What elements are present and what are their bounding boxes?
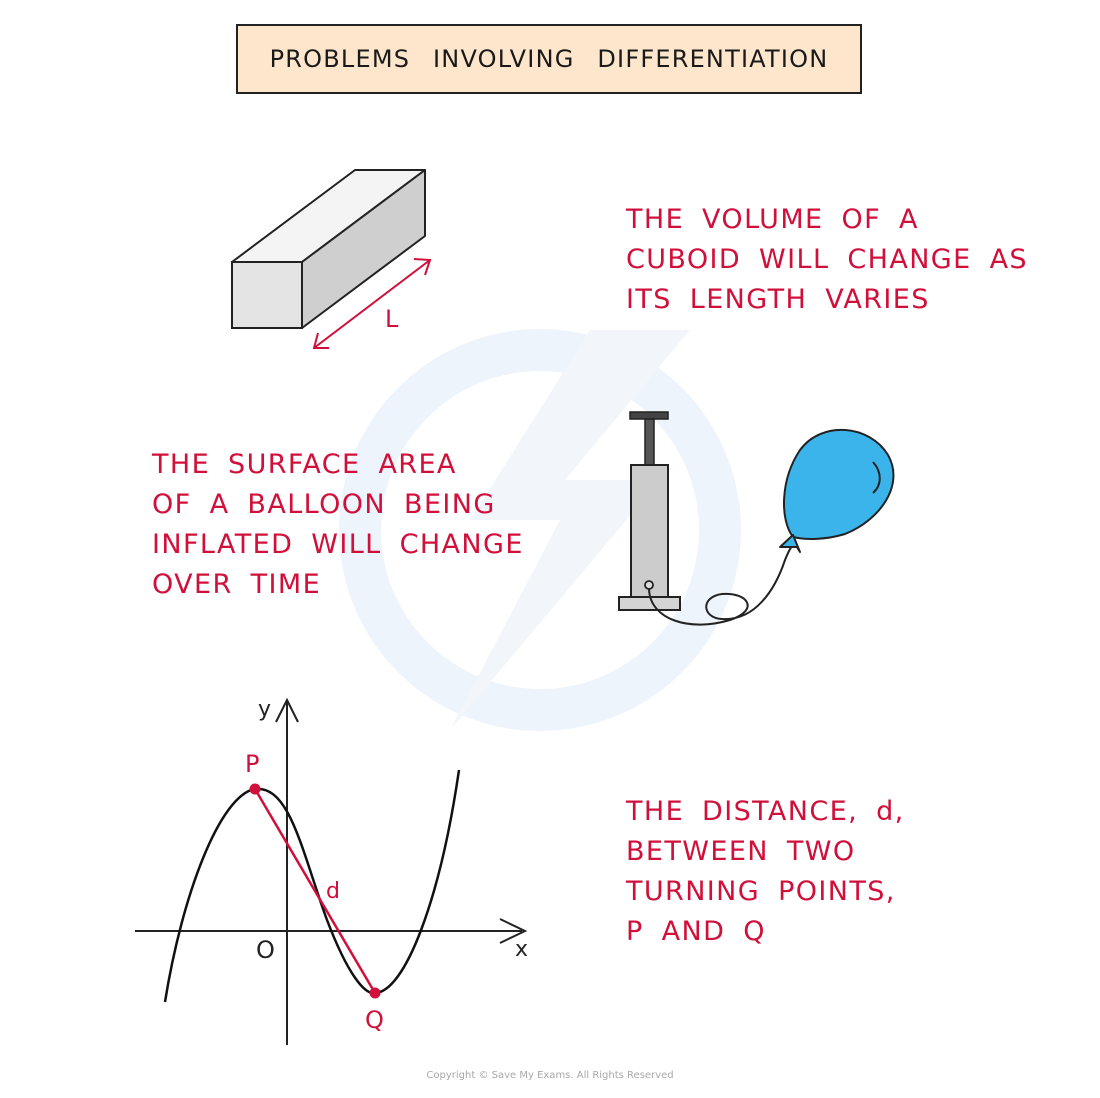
title-banner: PROBLEMS INVOLVING DIFFERENTIATION: [236, 24, 862, 94]
length-arrow: [313, 259, 431, 349]
distance-segment: [253, 788, 377, 994]
length-label: L: [385, 305, 399, 333]
cuboid-front-face: [231, 261, 303, 329]
pump-barrel-icon: [630, 464, 669, 598]
pump-hose-icon: [648, 544, 794, 626]
balloon-highlight-icon: [872, 461, 881, 494]
distance-caption: THE DISTANCE, d, BETWEEN TWO TURNING POI…: [626, 792, 905, 952]
length-arrowhead-start: [312, 332, 329, 349]
distance-label: d: [326, 879, 340, 904]
point-q-marker: [369, 987, 381, 999]
x-axis-arrow-icon: [499, 918, 528, 944]
copyright-notice: Copyright © Save My Exams. All Rights Re…: [426, 1070, 674, 1081]
balloon-icon: [783, 428, 895, 540]
origin-label: O: [256, 936, 275, 964]
balloon-caption-line: OF A BALLOON BEING: [152, 489, 496, 520]
length-arrowhead-end: [413, 258, 432, 276]
balloon-knot-icon: [779, 534, 801, 553]
cuboid-caption-line: THE VOLUME OF A: [626, 204, 919, 235]
cuboid-caption-line: ITS LENGTH VARIES: [626, 284, 930, 315]
balloon-caption-line: THE SURFACE AREA: [152, 449, 457, 480]
balloon-caption-line: OVER TIME: [152, 569, 322, 600]
y-axis-label: y: [258, 697, 271, 722]
distance-caption-line: THE DISTANCE, d,: [626, 796, 905, 827]
point-p-label: P: [245, 750, 259, 778]
x-axis-label: x: [515, 937, 528, 962]
distance-caption-line: P AND Q: [626, 916, 766, 947]
cuboid-caption-line: CUBOID WILL CHANGE AS: [626, 244, 1028, 275]
balloon-caption: THE SURFACE AREA OF A BALLOON BEING INFL…: [152, 445, 524, 605]
point-q-label: Q: [365, 1006, 384, 1034]
page-title: PROBLEMS INVOLVING DIFFERENTIATION: [269, 45, 829, 73]
cubic-curve: [163, 769, 461, 1003]
cuboid-caption: THE VOLUME OF A CUBOID WILL CHANGE AS IT…: [626, 200, 1028, 320]
balloon-caption-line: INFLATED WILL CHANGE: [152, 529, 524, 560]
distance-caption-line: TURNING POINTS,: [626, 876, 896, 907]
point-p-marker: [249, 783, 261, 795]
y-axis-arrow-icon: [275, 697, 299, 723]
distance-caption-line: BETWEEN TWO: [626, 836, 856, 867]
